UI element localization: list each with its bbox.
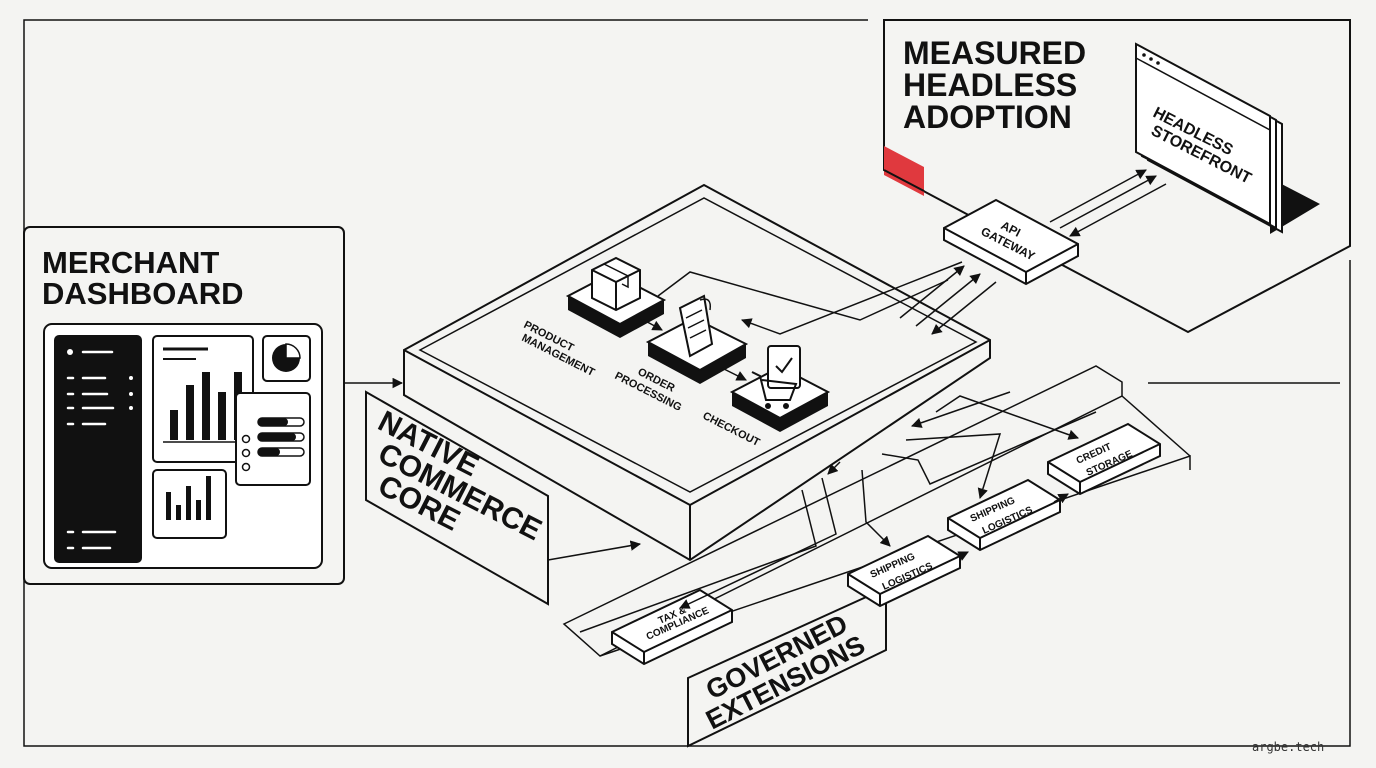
gateway-storefront-links <box>1049 169 1167 237</box>
sidebar-menu-items <box>66 349 117 550</box>
merchant-dashboard-title-line2: DASHBOARD <box>42 276 244 311</box>
extension-flow-arrows <box>547 391 1097 633</box>
core-gateway-links <box>899 265 997 335</box>
sidebar-status-dots <box>129 376 133 410</box>
box-icon <box>591 256 641 312</box>
headless-title-line3: ADOPTION <box>903 99 1072 135</box>
tax-compliance-node: TAX & COMPLIANCE <box>611 588 733 666</box>
dashboard-screen <box>43 323 323 569</box>
progress-card <box>235 392 311 486</box>
bar-chart-card <box>152 335 254 463</box>
merchant-dashboard-panel: MERCHANT DASHBOARD <box>23 226 345 585</box>
outer-frame <box>23 19 1351 747</box>
credit-storage-node: CREDIT STORAGE <box>1047 422 1161 496</box>
shipping-logistics-node-a: SHIPPING LOGISTICS <box>847 534 961 608</box>
mini-chart-card <box>152 469 227 539</box>
receipt-icon <box>678 294 714 358</box>
shopping-cart-icon <box>751 345 801 409</box>
merchant-dashboard-title-line1: MERCHANT <box>42 245 219 280</box>
browser-window-dots <box>1142 53 1160 65</box>
headless-accent-bar <box>884 146 924 196</box>
core-flow-arrows <box>639 261 963 381</box>
headless-title-line2: HEADLESS <box>903 67 1077 103</box>
pie-chart-card <box>262 335 311 382</box>
headless-title-line1: MEASURED <box>903 35 1086 71</box>
shipping-logistics-node-b: SHIPPING LOGISTICS <box>947 478 1061 552</box>
extensions-rail <box>562 365 1191 657</box>
headless-storefront: HEADLESS STOREFRONT <box>1135 42 1320 234</box>
footer-brand: argbe.tech <box>1252 740 1324 754</box>
dashboard-sidebar <box>54 335 142 563</box>
api-gateway-node: API GATEWAY <box>943 198 1079 286</box>
